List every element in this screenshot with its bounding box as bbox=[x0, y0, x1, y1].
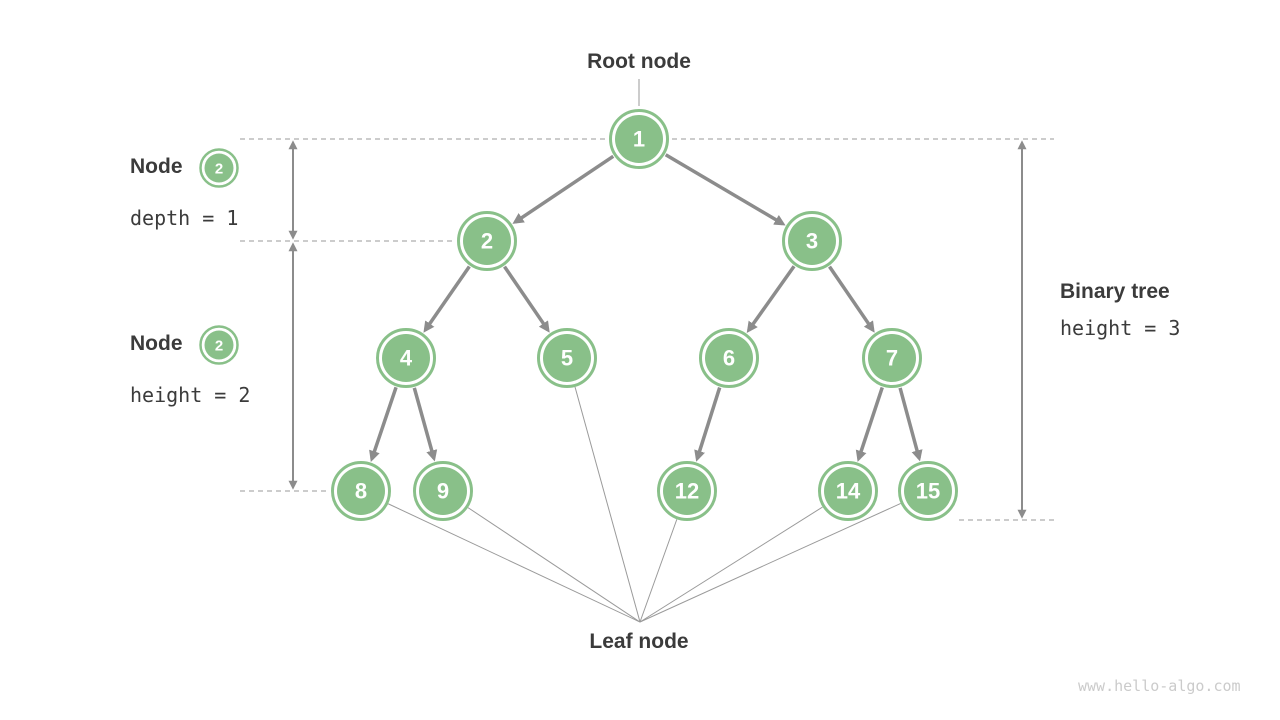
tree-node-disc bbox=[663, 467, 711, 515]
tree-node-disc bbox=[824, 467, 872, 515]
leaf-pointer-line bbox=[639, 506, 823, 623]
tree-node-value: 12 bbox=[675, 479, 699, 504]
leaf-pointer-line bbox=[467, 507, 641, 623]
node-height-annotation-value: height = 2 bbox=[130, 383, 251, 407]
tree-edge bbox=[412, 387, 438, 462]
tree-node-value: 4 bbox=[400, 346, 413, 371]
tree-edge bbox=[512, 154, 615, 224]
binary-tree-annotation-title: Binary tree bbox=[1060, 280, 1170, 303]
tree-edge bbox=[855, 386, 884, 462]
node-badge-value: 2 bbox=[215, 337, 223, 354]
tree-node-value: 2 bbox=[481, 229, 493, 254]
tree-node-disc bbox=[868, 334, 916, 382]
tree-node-disc bbox=[337, 467, 385, 515]
tree-node-disc bbox=[463, 217, 511, 265]
tree-node-value: 9 bbox=[437, 479, 449, 504]
tree-edge bbox=[664, 153, 786, 226]
tree-node-value: 5 bbox=[561, 346, 573, 371]
tree-edge bbox=[898, 387, 923, 462]
tree-node-disc bbox=[705, 334, 753, 382]
tree-edge bbox=[423, 265, 471, 333]
leaf-node-label: Leaf node bbox=[589, 630, 689, 653]
node-badge-value: 2 bbox=[215, 160, 223, 177]
binary-tree-annotation-value: height = 3 bbox=[1060, 316, 1181, 340]
tree-node-disc bbox=[543, 334, 591, 382]
tree-node-disc bbox=[904, 467, 952, 515]
watermark-url: www.hello-algo.com bbox=[1078, 677, 1241, 695]
root-node-label: Root node bbox=[587, 50, 691, 73]
node-badge-disc bbox=[204, 153, 234, 183]
tree-edge bbox=[503, 265, 550, 333]
node-depth-annotation-title: Node bbox=[130, 155, 183, 178]
tree-edge bbox=[828, 265, 875, 333]
leaf-pointer-line bbox=[574, 386, 641, 623]
node-badge-disc bbox=[204, 330, 234, 360]
leaf-pointer-line bbox=[639, 502, 901, 623]
tree-node-disc bbox=[788, 217, 836, 265]
tree-node-value: 15 bbox=[916, 479, 940, 504]
tree-node-value: 7 bbox=[886, 346, 898, 371]
leaf-pointer-line bbox=[639, 519, 678, 623]
tree-node-disc bbox=[419, 467, 467, 515]
tree-node-disc bbox=[615, 115, 663, 163]
tree-edge bbox=[746, 265, 796, 334]
tree-node-value: 3 bbox=[806, 229, 818, 254]
tree-node-value: 14 bbox=[836, 479, 861, 504]
node-height-annotation-title: Node bbox=[130, 332, 183, 355]
tree-node-disc bbox=[382, 334, 430, 382]
tree-node-value: 8 bbox=[355, 479, 367, 504]
tree-node-value: 1 bbox=[633, 127, 645, 152]
leaf-pointer-line bbox=[387, 503, 641, 623]
tree-node-value: 6 bbox=[723, 346, 735, 371]
tree-edge bbox=[369, 386, 398, 462]
node-depth-annotation-value: depth = 1 bbox=[130, 206, 239, 230]
tree-edge bbox=[694, 387, 722, 462]
